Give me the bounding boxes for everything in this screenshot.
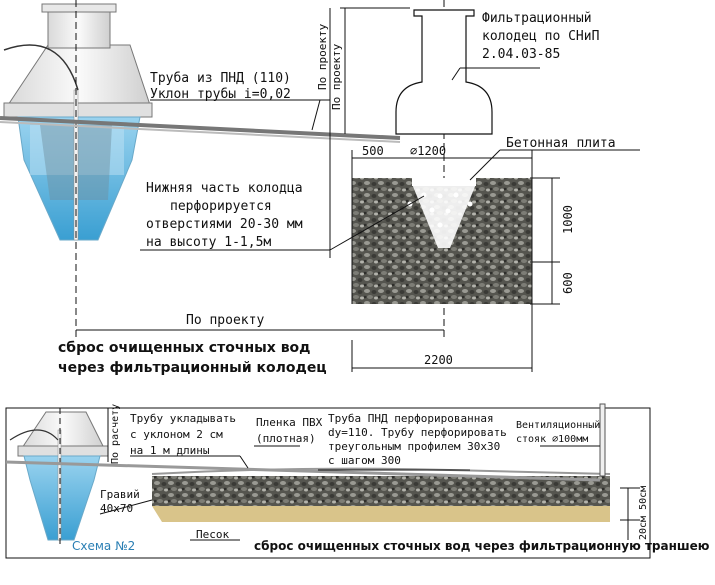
pipe-label-1: Труба из ПНД (110) [150,71,291,86]
po-proektu-vertical-2: По проекту [330,43,343,110]
top-septic-tank [3,3,153,241]
slope-text-1: Трубу укладывать [130,412,236,425]
slope-text-3: на 1 м длины [130,444,210,457]
bottom-dimensions [99,408,640,541]
sand-label: Песок [196,528,229,541]
bottom-frame [5,407,651,559]
po-proektu-vertical-1: По проекту [316,23,329,90]
perf-pipe-text-3: треугольным профилем 30x30 [328,440,500,453]
dim-1000: 1000 [561,205,575,234]
film-label-1: Пленка ПВХ [256,416,323,429]
perf-pipe-text-4: с шагом 300 [328,454,401,467]
perf-pipe-text-1: Труба ПНД перфорированная [328,412,494,425]
dim-trench-depth: 20см 50см [638,486,649,540]
dim-po-proektu-horizontal: По проекту [186,313,264,328]
dim-500: 500 [362,144,384,158]
pipe-label-2: Уклон трубы i=0,02 [150,87,291,102]
filtration-well [395,9,493,135]
perforation-text-1: Нижняя часть колодца [146,181,303,196]
vent-riser [599,403,606,477]
bottom-pipe [5,460,601,482]
top-caption-2: через фильтрационный колодец [58,360,327,376]
vent-label-1: Вентиляционный [516,419,600,431]
perforation-text-4: на высоту 1-1,5м [146,235,271,250]
top-dimensions [76,7,640,372]
gravel-label-1: Гравий [100,488,140,501]
schema-label: Схема №2 [72,539,135,553]
perforation-text-3: отверстиями 20-30 мм [146,217,303,232]
film-label-2: (плотная) [256,432,316,445]
dim-600: 600 [561,272,575,294]
top-gravel-bed [352,178,532,304]
top-caption-1: сброс очищенных сточных вод [58,340,310,356]
bottom-caption: сброс очищенных сточных вод через фильтр… [254,539,710,553]
po-raschetu: По расчету [110,404,121,464]
vent-label-2: стояк ⌀100мм [516,434,588,445]
well-title-1: Фильтрационный [482,11,592,26]
gravel-label-2: 40x70 [100,502,133,515]
perf-pipe-text-2: dy=110. Трубу перфорировать [328,426,507,439]
dim-2200: 2200 [424,353,453,367]
well-title-2: колодец по СНиП [482,29,599,44]
concrete-slab-label: Бетонная плита [506,136,616,151]
top-pipe [0,116,401,143]
well-title-3: 2.04.03-85 [482,47,560,62]
bottom-septic-tank [9,411,109,541]
dim-diameter: ⌀1200 [410,144,446,158]
perforation-text-2: перфорируется [170,199,272,214]
slope-text-2: с уклоном 2 см [130,428,223,441]
trench-gravel [151,467,611,522]
